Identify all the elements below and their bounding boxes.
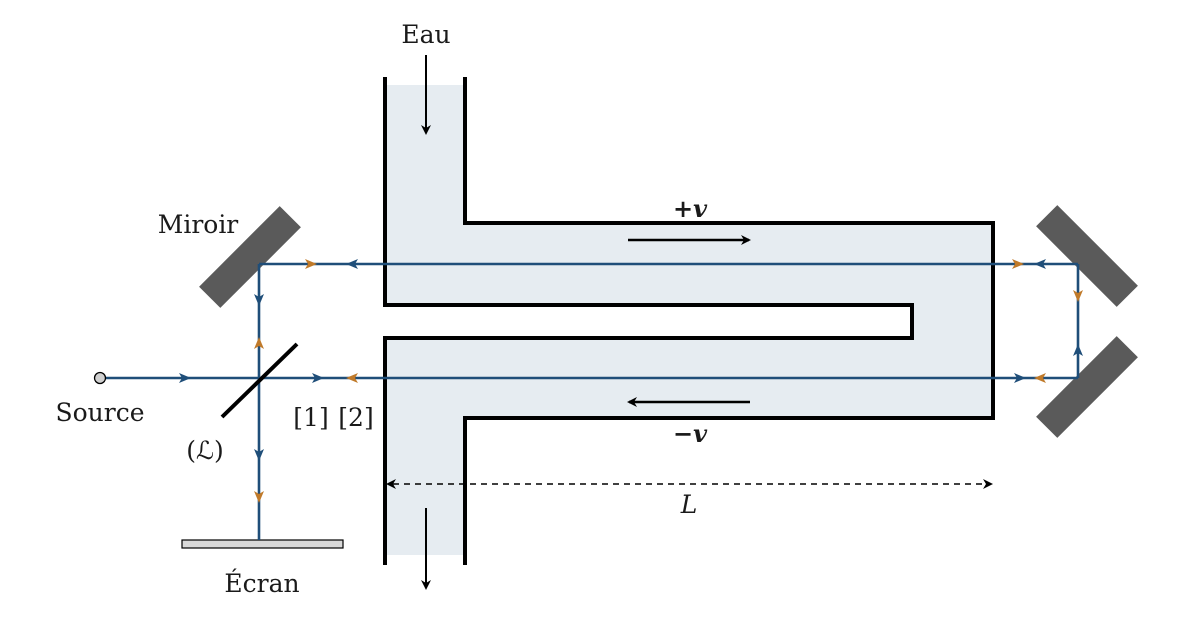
mirror-right-bottom xyxy=(1036,336,1138,438)
source-label: Source xyxy=(55,398,144,427)
path2-label: [2] xyxy=(338,403,373,432)
arrow-path2 xyxy=(1034,373,1046,383)
velocity-plus-label: +v xyxy=(673,194,708,223)
beam-splitter xyxy=(220,342,299,419)
length-label: L xyxy=(680,490,698,519)
mirror-right-top xyxy=(1036,205,1138,307)
arrow-path1 xyxy=(312,373,324,383)
arrow-path2 xyxy=(254,337,264,349)
tube-outer-wall xyxy=(383,77,914,565)
arrow-path1 xyxy=(1014,373,1026,383)
length-arrowhead-left xyxy=(386,479,396,489)
arrow-path1 xyxy=(1073,344,1083,356)
arrow-path2 xyxy=(1012,259,1024,269)
water-fill xyxy=(385,85,993,555)
length-arrowhead-right xyxy=(983,479,993,489)
lens-label: (ℒ) xyxy=(186,436,224,465)
arrow-path2 xyxy=(346,373,358,383)
arrow-path1 xyxy=(346,259,358,269)
screen xyxy=(181,539,344,549)
path1-label: [1] xyxy=(293,403,328,432)
arrow-path1 xyxy=(254,449,264,461)
source-point xyxy=(93,371,107,385)
water-label: Eau xyxy=(401,20,450,49)
arrow-path1 xyxy=(179,373,191,383)
mirror-label: Miroir xyxy=(158,210,239,239)
tube-inner-wall xyxy=(463,77,995,565)
arrow-path2 xyxy=(254,491,264,503)
arrow-path2 xyxy=(1073,290,1083,302)
velocity-minus-label: −v xyxy=(673,419,708,448)
arrow-path1 xyxy=(254,294,264,306)
mirror-left xyxy=(199,206,301,308)
arrow-path2 xyxy=(305,259,317,269)
arrow-path1 xyxy=(1034,259,1046,269)
direction-arrows xyxy=(179,259,1083,503)
screen-label: Écran xyxy=(224,569,299,598)
